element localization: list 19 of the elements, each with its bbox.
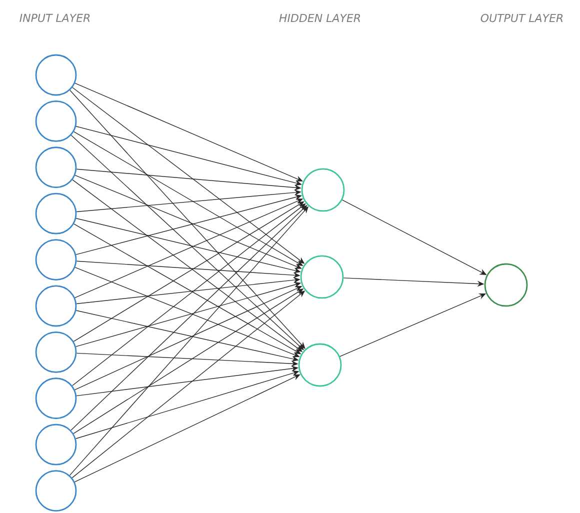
hidden-neuron-circle: [300, 255, 344, 299]
input-neuron-circle: [35, 378, 77, 420]
input-neuron-circle: [35, 424, 77, 466]
input-neuron-circle: [35, 192, 77, 234]
layer-heading: INPUT LAYER: [20, 14, 90, 22]
input-neuron-circle: [35, 285, 77, 327]
input-neuron-circle: [35, 100, 77, 142]
hidden-neuron-circle: [298, 343, 342, 387]
input-neuron-circle: [35, 54, 77, 96]
layer-heading: OUTPUT LAYER: [480, 14, 563, 22]
arrow: [70, 90, 306, 349]
output-neuron-circle: [484, 263, 528, 307]
input-neuron-circle: [35, 331, 77, 373]
arrow: [73, 201, 304, 342]
input-neuron-circle: [35, 470, 77, 512]
hidden-neuron-circle: [301, 168, 345, 212]
input-neuron-circle: [35, 239, 77, 280]
layer-heading: HIDDEN LAYER: [279, 14, 360, 22]
input-neuron-circle: [35, 146, 77, 188]
